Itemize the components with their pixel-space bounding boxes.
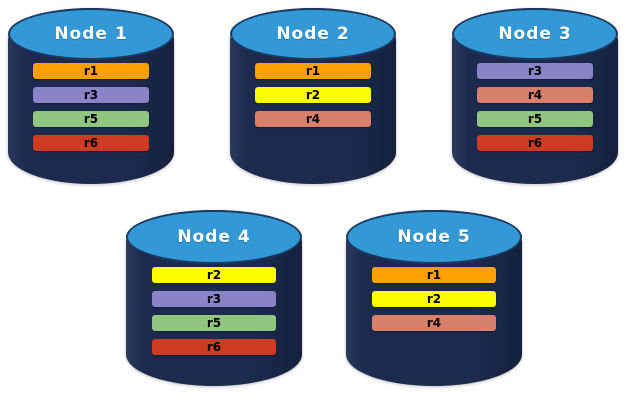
node-label: Node 4 bbox=[177, 227, 251, 247]
database-node-3[interactable]: Node 3 r3 r4 r5 r6 bbox=[452, 8, 618, 184]
cylinder-top-ellipse: Node 4 bbox=[126, 210, 302, 264]
node-label: Node 5 bbox=[397, 227, 471, 247]
replica-label: r1 bbox=[426, 268, 442, 282]
replica-bar-r2[interactable]: r2 bbox=[255, 87, 371, 103]
replica-label: r1 bbox=[83, 64, 99, 78]
cylinder-top-ellipse: Node 5 bbox=[346, 210, 522, 264]
replica-bar-r4[interactable]: r4 bbox=[255, 111, 371, 127]
replica-bar-r2[interactable]: r2 bbox=[372, 291, 496, 307]
replica-bar-r5[interactable]: r5 bbox=[152, 315, 276, 331]
replica-bar-r3[interactable]: r3 bbox=[33, 87, 149, 103]
replica-label: r3 bbox=[527, 64, 543, 78]
replica-bar-r6[interactable]: r6 bbox=[33, 135, 149, 151]
replica-label: r5 bbox=[206, 316, 222, 330]
cylinder-top-ellipse: Node 3 bbox=[452, 8, 618, 60]
cylinder-top-ellipse: Node 1 bbox=[8, 8, 174, 60]
replica-bar-r3[interactable]: r3 bbox=[152, 291, 276, 307]
database-node-2[interactable]: Node 2 r1 r2 r4 bbox=[230, 8, 396, 184]
replica-label: r4 bbox=[426, 316, 442, 330]
replica-label: r2 bbox=[305, 88, 321, 102]
replica-list: r3 r4 r5 r6 bbox=[452, 63, 618, 151]
replica-label: r5 bbox=[527, 112, 543, 126]
replica-bar-r3[interactable]: r3 bbox=[477, 63, 593, 79]
replica-label: r3 bbox=[206, 292, 222, 306]
replica-label: r5 bbox=[83, 112, 99, 126]
database-node-1[interactable]: Node 1 r1 r3 r5 r6 bbox=[8, 8, 174, 184]
replica-bar-r5[interactable]: r5 bbox=[477, 111, 593, 127]
replica-list: r2 r3 r5 r6 bbox=[126, 267, 302, 355]
replica-list: r1 r2 r4 bbox=[346, 267, 522, 331]
database-node-5[interactable]: Node 5 r1 r2 r4 bbox=[346, 210, 522, 386]
replica-bar-r1[interactable]: r1 bbox=[372, 267, 496, 283]
cylinder-top-ellipse: Node 2 bbox=[230, 8, 396, 60]
replica-bar-r5[interactable]: r5 bbox=[33, 111, 149, 127]
node-label: Node 1 bbox=[54, 24, 128, 44]
replica-label: r4 bbox=[527, 88, 543, 102]
node-label: Node 3 bbox=[498, 24, 572, 44]
replica-bar-r6[interactable]: r6 bbox=[152, 339, 276, 355]
replica-bar-r4[interactable]: r4 bbox=[372, 315, 496, 331]
replica-label: r6 bbox=[527, 136, 543, 150]
replica-bar-r1[interactable]: r1 bbox=[33, 63, 149, 79]
replica-label: r3 bbox=[83, 88, 99, 102]
replica-list: r1 r2 r4 bbox=[230, 63, 396, 127]
replica-label: r1 bbox=[305, 64, 321, 78]
replica-label: r6 bbox=[206, 340, 222, 354]
replica-bar-r4[interactable]: r4 bbox=[477, 87, 593, 103]
node-label: Node 2 bbox=[276, 24, 350, 44]
replica-list: r1 r3 r5 r6 bbox=[8, 63, 174, 151]
replica-label: r4 bbox=[305, 112, 321, 126]
replica-bar-r1[interactable]: r1 bbox=[255, 63, 371, 79]
replica-bar-r6[interactable]: r6 bbox=[477, 135, 593, 151]
replica-label: r6 bbox=[83, 136, 99, 150]
database-node-4[interactable]: Node 4 r2 r3 r5 r6 bbox=[126, 210, 302, 386]
replica-bar-r2[interactable]: r2 bbox=[152, 267, 276, 283]
replica-label: r2 bbox=[426, 292, 442, 306]
replica-label: r2 bbox=[206, 268, 222, 282]
